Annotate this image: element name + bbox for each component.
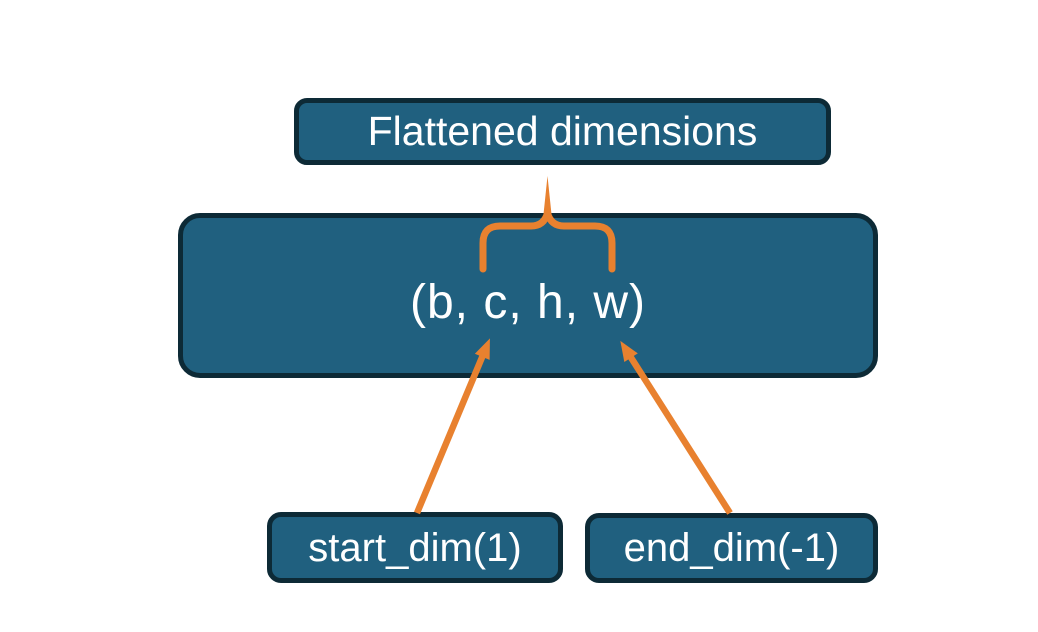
flattened-dimensions-label: Flattened dimensions <box>367 108 758 154</box>
flattened-dimensions-box: Flattened dimensions <box>294 98 831 165</box>
tensor-shape-label: (b, c, h, w) <box>409 275 647 329</box>
start-dim-box: start_dim(1) <box>267 512 563 583</box>
tensor-shape-box: (b, c, h, w) <box>178 213 878 378</box>
start-dim-arrow <box>414 338 490 515</box>
end-dim-label: end_dim(-1) <box>623 526 840 570</box>
start-dim-label: start_dim(1) <box>308 525 522 570</box>
end-dim-box: end_dim(-1) <box>585 513 878 583</box>
end-dim-arrow <box>620 340 733 515</box>
